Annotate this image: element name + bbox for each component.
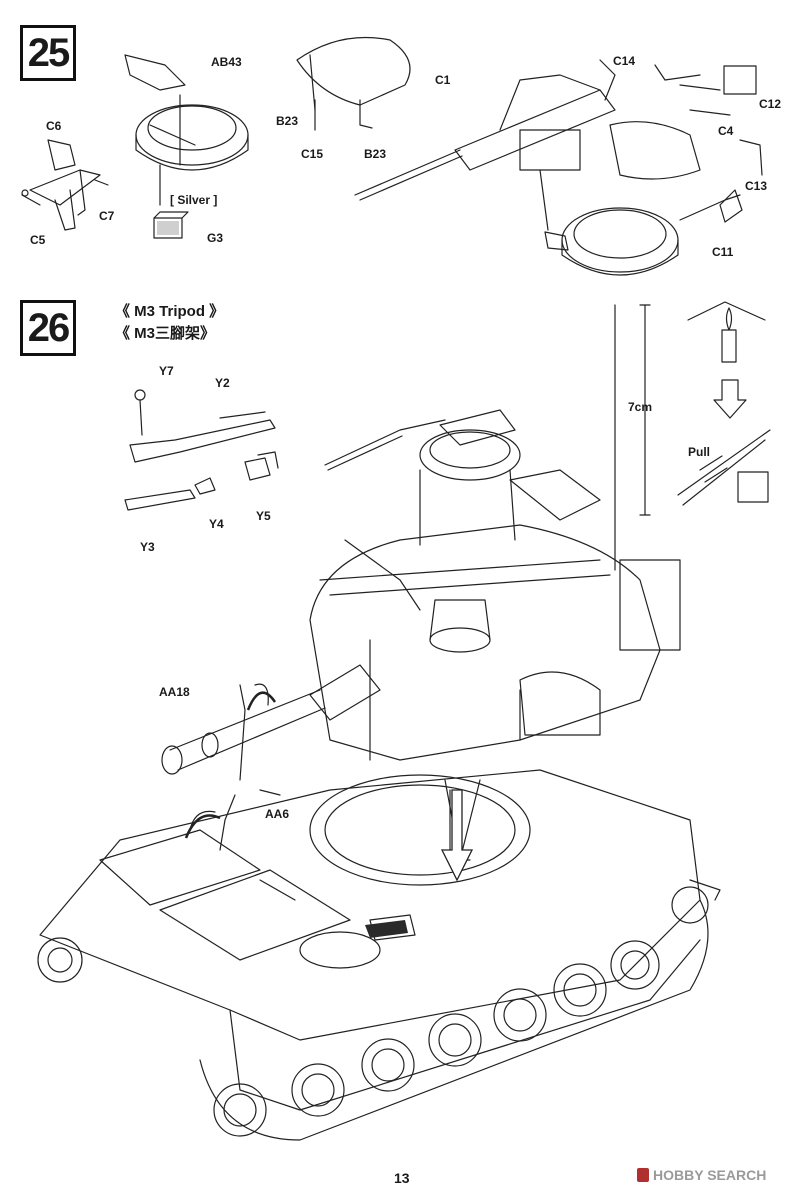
step-26-title-en: 《 M3 Tripod 》: [115, 303, 225, 320]
hull-drawing: [39, 769, 701, 1111]
part-label-b23-right: B23: [364, 147, 387, 161]
turret-body-drawing: [309, 469, 681, 761]
step-26-number: 26: [20, 300, 76, 356]
part-label-c13: C13: [745, 179, 768, 193]
hobby-search-logo-icon: [637, 1168, 649, 1182]
watermark-text: HOBBY SEARCH: [653, 1167, 767, 1183]
stretch-sprue-diagram-drawing: [677, 301, 771, 506]
part-label-c4: C4: [718, 124, 734, 138]
page-number: 13: [394, 1170, 410, 1186]
paint-label-silver: [ Silver ]: [170, 193, 218, 207]
tracks-wheels-drawing: [37, 879, 721, 1141]
bracket-c5-c6-c7-drawing: [21, 139, 109, 231]
ring-mount-c11-drawing: [544, 64, 763, 276]
part-label-ab43: AB43: [211, 55, 242, 69]
machine-gun-drawing: [354, 59, 616, 231]
part-label-c5: C5: [30, 233, 46, 247]
part-label-y5: Y5: [256, 509, 271, 523]
part-label-y2: Y2: [215, 376, 230, 390]
part-label-g3: G3: [207, 231, 224, 245]
part-label-aa18: AA18: [159, 685, 190, 699]
part-label-y7: Y7: [159, 364, 174, 378]
seven-cm-wire-drawing: [614, 304, 651, 571]
part-label-c12: C12: [759, 97, 782, 111]
main-gun-barrel-drawing: [161, 664, 381, 775]
part-label-y4: Y4: [209, 517, 224, 531]
part-label-b23-left: B23: [276, 114, 299, 128]
part-label-c14: C14: [613, 54, 636, 68]
tripod-parts-drawing: [124, 389, 279, 511]
part-label-y3: Y3: [140, 540, 155, 554]
step-25-number: 25: [20, 25, 76, 81]
plate-c1-drawing: [296, 36, 411, 131]
part-label-c6: C6: [46, 119, 62, 133]
turret-mg-assembly-drawing: [324, 409, 521, 546]
part-label-aa6: AA6: [265, 807, 290, 821]
instruction-label-pull: Pull: [688, 445, 711, 459]
part-label-c15: C15: [301, 147, 324, 161]
ring-ab43-drawing: [124, 54, 249, 239]
step-26-title-cn: 《 M3三腳架》: [115, 325, 216, 342]
watermark: HOBBY SEARCH: [637, 1167, 766, 1183]
grab-handle-drawing: [189, 683, 281, 851]
part-label-c7: C7: [99, 209, 115, 223]
measurement-label-7cm: 7cm: [628, 400, 653, 414]
part-label-c11: C11: [712, 245, 734, 259]
part-label-c1: C1: [435, 73, 451, 87]
